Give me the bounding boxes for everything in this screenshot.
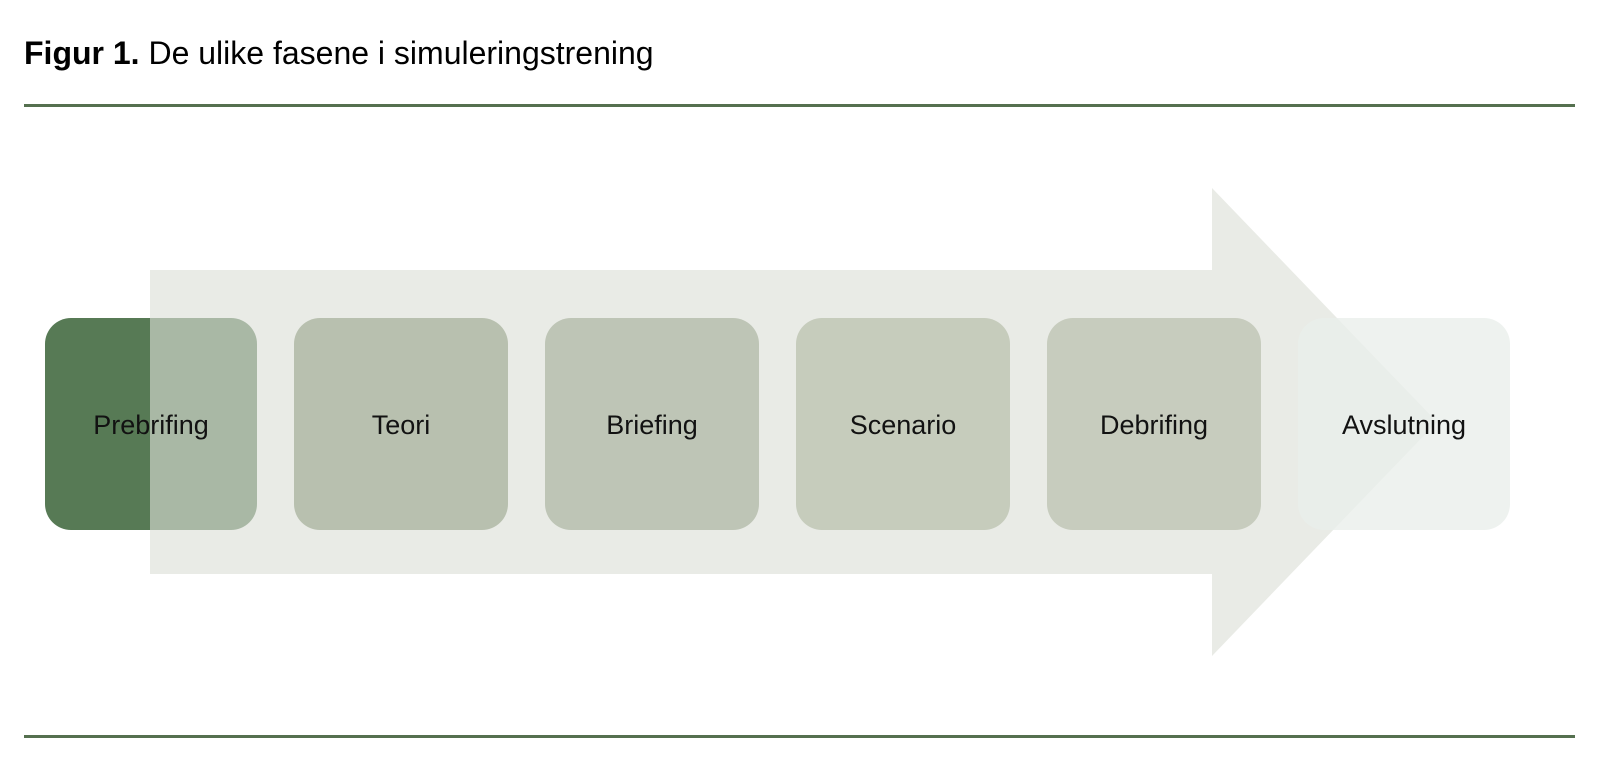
figure-caption: Figur 1. De ulike fasene i simuleringstr… <box>24 34 1524 72</box>
phase-label-debrifing: Debrifing <box>1099 410 1209 440</box>
figure-caption-text: De ulike fasene i simuleringstrening <box>148 35 654 71</box>
figure-caption-label: Figur 1. <box>24 35 140 71</box>
phase-label-scenario: Scenario <box>849 410 957 440</box>
phase-label-avslutning: Avslutning <box>1341 410 1467 440</box>
process-diagram: Prebrifing Teori Briefing Scenario Debri… <box>0 130 1600 710</box>
phase-label-teori: Teori <box>371 410 431 440</box>
caption-divider-top <box>24 104 1575 107</box>
process-arrow-shape <box>150 188 1437 656</box>
phase-box-avslutning[interactable] <box>1298 318 1510 530</box>
phase-label-prebrifing: Prebrifing <box>93 410 209 440</box>
phase-label-group: Prebrifing Teori Briefing Scenario Debri… <box>0 130 1600 710</box>
figure-divider-bottom <box>24 735 1575 738</box>
process-diagram-svg <box>45 188 1510 656</box>
phase-label-briefing: Briefing <box>606 410 698 440</box>
